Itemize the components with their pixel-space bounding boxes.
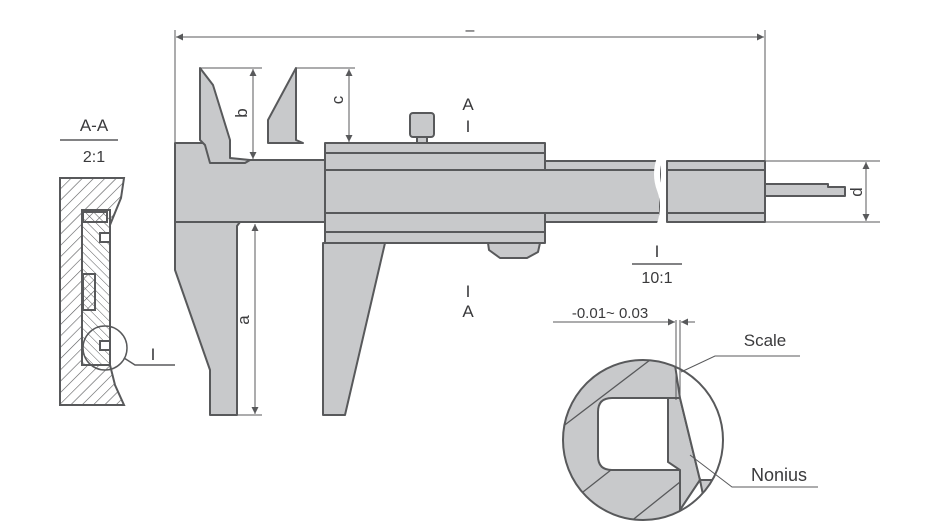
- detail-marker: I: [151, 345, 156, 364]
- detail-title: I: [655, 242, 660, 261]
- section-scale: 2:1: [83, 149, 105, 166]
- depth-rod: [764, 183, 846, 197]
- detail-scale: 10:1: [641, 270, 672, 287]
- tolerance-label: -0.01~ 0.03: [572, 305, 648, 322]
- b-label: b: [232, 108, 251, 117]
- lock-screw[interactable]: [409, 112, 435, 144]
- cut-tick-bottom: I: [466, 282, 471, 301]
- d-label: d: [847, 187, 866, 196]
- fixed-inside-jaw: [199, 67, 251, 164]
- length-label: –: [466, 22, 475, 39]
- c-label: c: [328, 95, 347, 104]
- section-title: A-A: [80, 116, 109, 135]
- section-view: [59, 177, 175, 406]
- scale-label: Scale: [744, 331, 787, 350]
- nonius-label: Nonius: [751, 465, 807, 485]
- cut-mark-bottom: A: [462, 302, 474, 321]
- cut-mark-top: A: [462, 95, 474, 114]
- a-label: a: [234, 315, 253, 325]
- fixed-jaw-head: [174, 142, 326, 223]
- fixed-outside-jaw: [174, 221, 241, 416]
- cut-tick-top: I: [466, 117, 471, 136]
- slider[interactable]: [267, 67, 546, 416]
- detail-view: [553, 318, 818, 521]
- thumb-wheel: [487, 242, 541, 259]
